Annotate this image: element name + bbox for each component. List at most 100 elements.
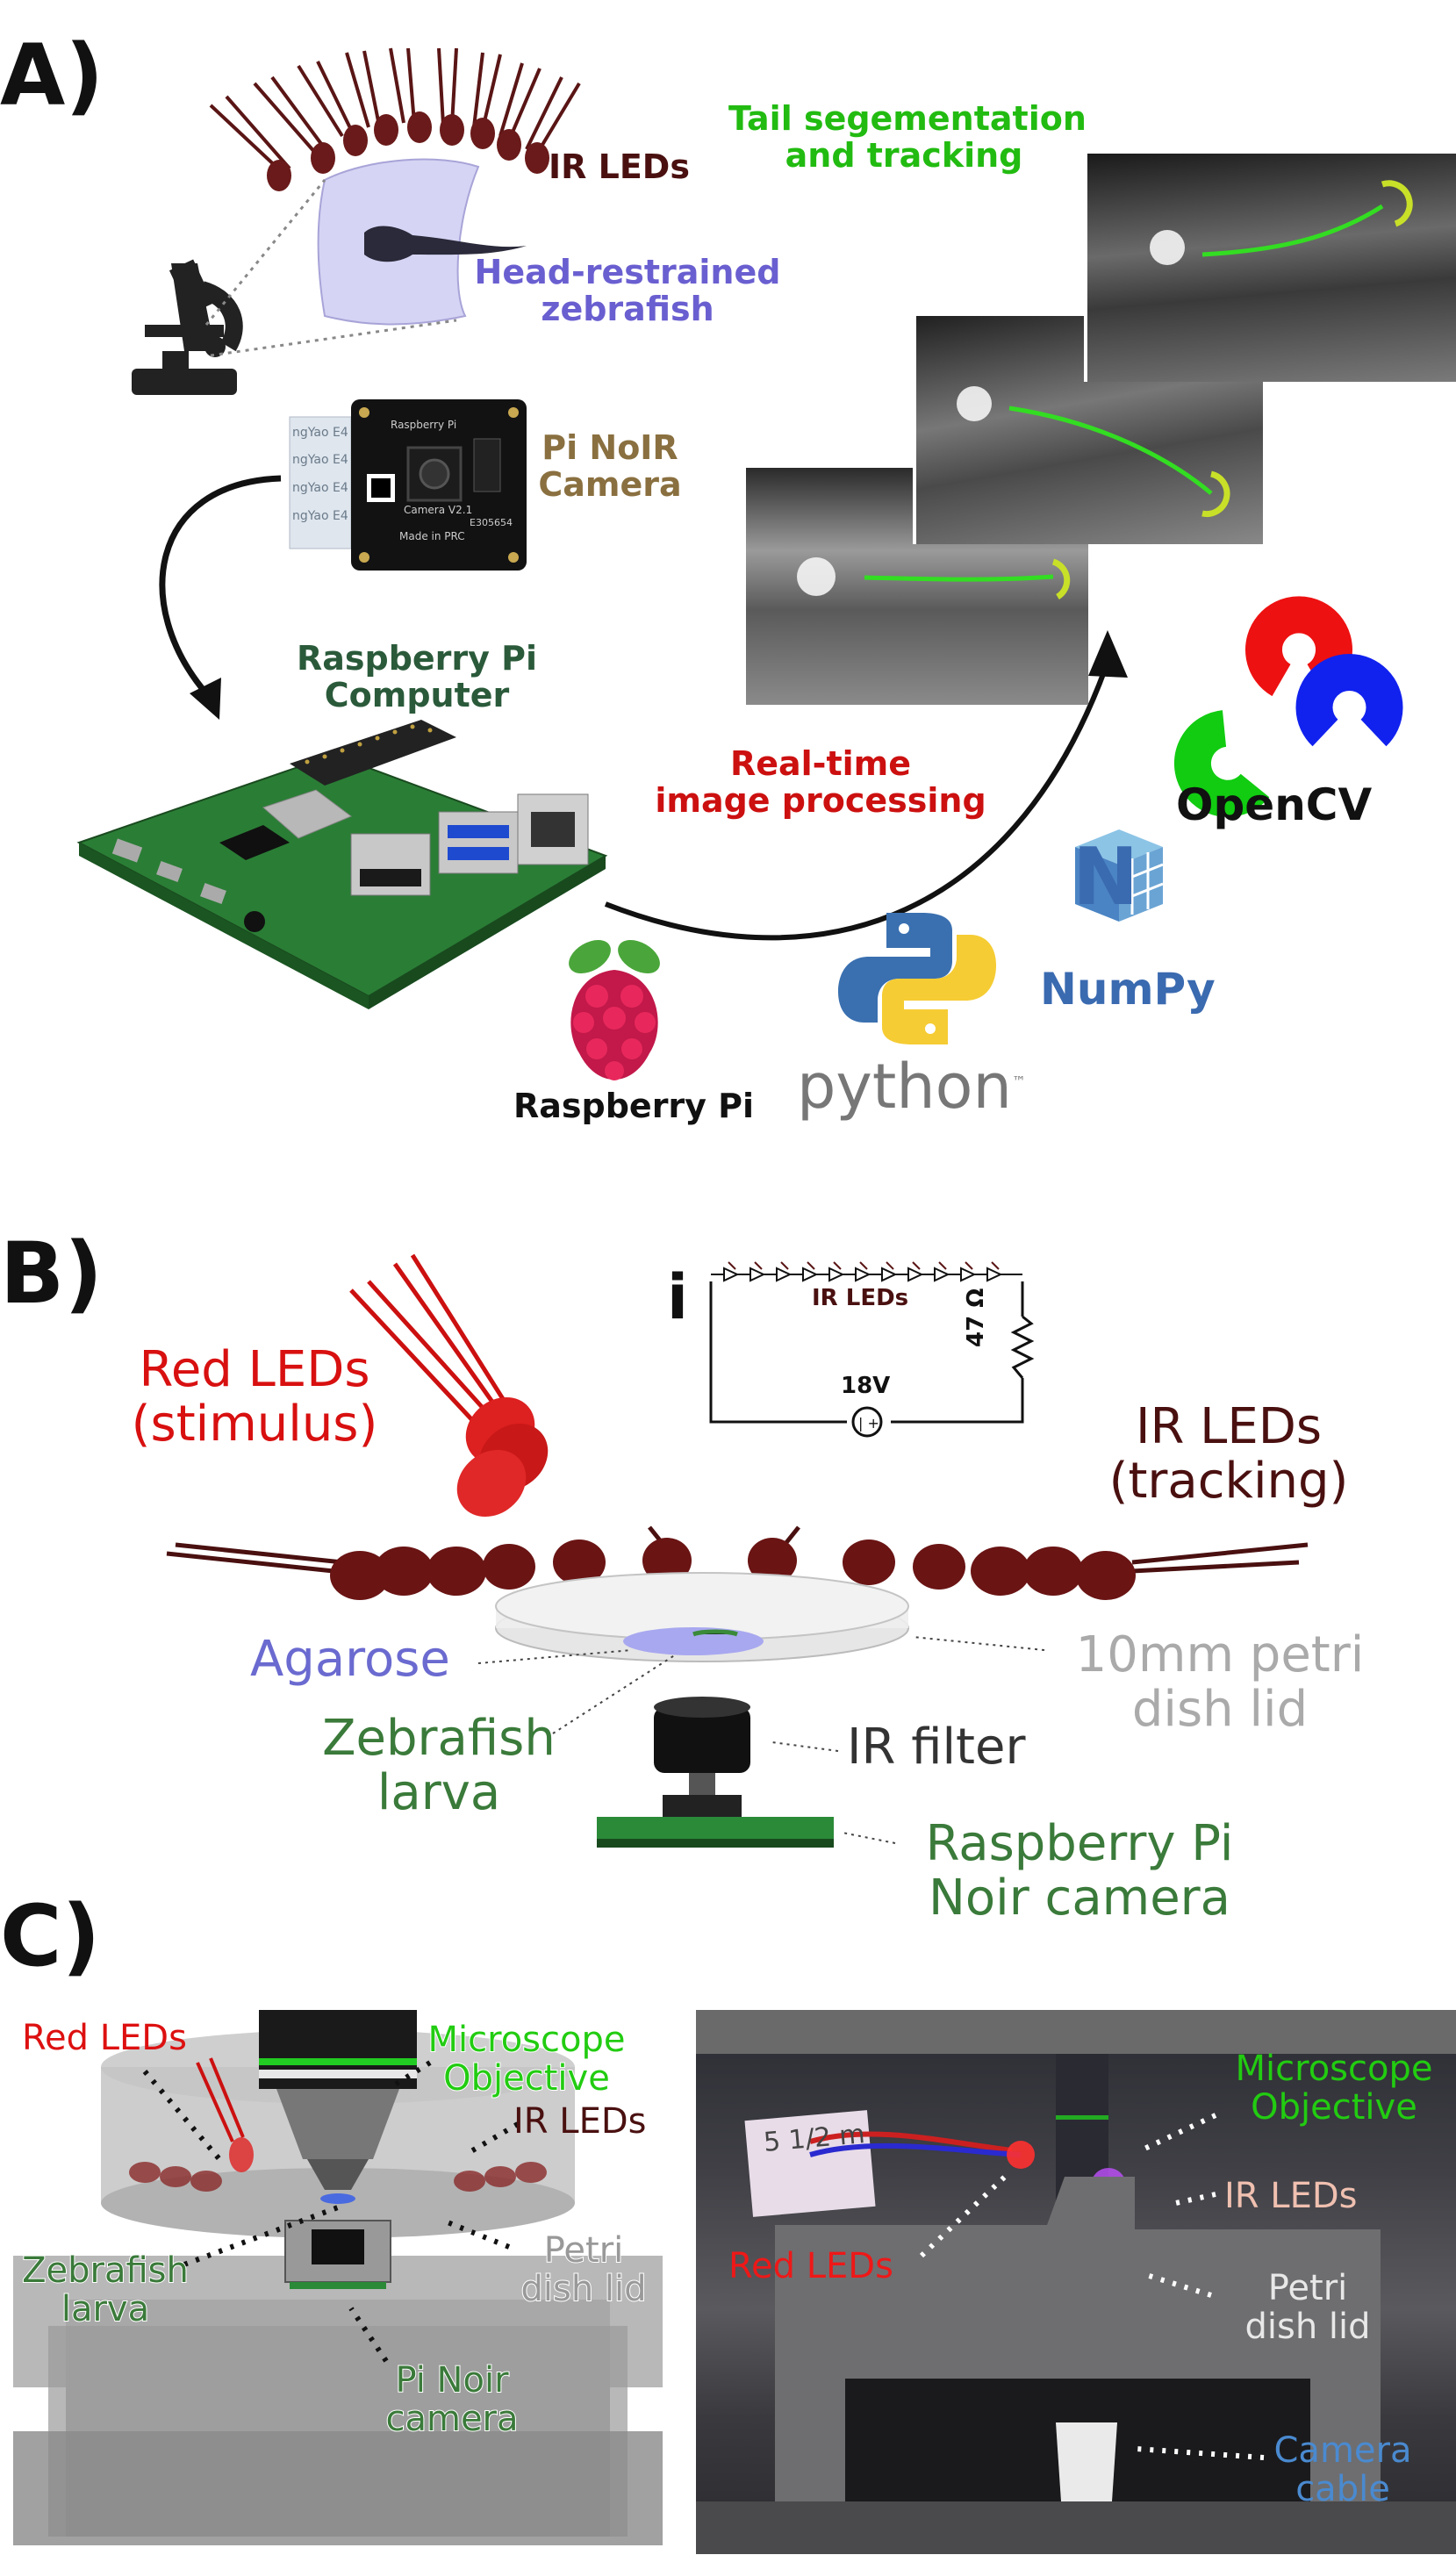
ir-filter-label: IR filter [847, 1719, 1026, 1776]
agarose-label: Agarose [250, 1631, 450, 1688]
photo-objective-line1: Microscope [1235, 2049, 1433, 2089]
ir-leds-tracking-line1: IR LEDs [1135, 1398, 1323, 1455]
noir-camera-line1: Raspberry Pi [925, 1815, 1234, 1872]
tracking-frame-3 [1084, 154, 1456, 382]
numpy-logo-icon: N [1072, 829, 1164, 923]
ir-leds-tracking-line2: (tracking) [1108, 1452, 1349, 1510]
petri-dish [495, 1572, 909, 1662]
ir-led-arc [209, 47, 581, 173]
fish-silhouette [364, 226, 527, 262]
cad-petri-line1: Petri [543, 2230, 625, 2271]
setup-photo-graphics [696, 2010, 1456, 2554]
numpy-label: NumPy [1040, 964, 1216, 1015]
photo-cable-label: Camera cable [1264, 2431, 1422, 2508]
ir-leds-tracking-label: IR LEDs (tracking) [1079, 1400, 1378, 1508]
fish-label-line1: Head-restrained [474, 253, 781, 291]
camera-label: Pi NoIR Camera [531, 428, 689, 504]
python-label: python™ [797, 1053, 1026, 1121]
zebrafish-larva-label: Zebrafish larva [303, 1712, 575, 1819]
svg-text:| +: | + [858, 1415, 879, 1432]
red-led-cluster [349, 1253, 549, 1518]
ir-led-bulbs [267, 111, 549, 191]
raspberry-pi-logo-icon [569, 940, 660, 1080]
circuit-marker: i [667, 1261, 688, 1333]
processing-label: Real-time image processing [645, 744, 996, 820]
pi-label: Raspberry Pi Computer [285, 639, 549, 714]
cad-zebrafish-line1: Zebrafish [21, 2250, 190, 2291]
processing-label-line2: image processing [655, 780, 986, 820]
cad-render-graphics [13, 2010, 663, 2545]
resistor-symbol [1010, 1315, 1035, 1379]
ir-led-ring [166, 1525, 1309, 1600]
python-logo-icon [838, 913, 996, 1044]
pi-label-line1: Raspberry Pi [296, 639, 538, 678]
python-tm: ™ [1011, 1073, 1026, 1090]
camera-board-made: Made in PRC [399, 530, 465, 542]
cad-zebrafish-label: Zebrafish larva [13, 2250, 197, 2329]
cad-objective-label: Microscope Objective [412, 2020, 641, 2099]
tail-label-line1: Tail segementation [728, 99, 1087, 138]
circuit-voltage-label: 18V [841, 1373, 891, 1399]
panel-b-letter: B) [0, 1224, 104, 1323]
opencv-label: OpenCV [1176, 779, 1373, 830]
python-word: python [797, 1051, 1012, 1123]
cad-objective-line2: Objective [442, 2058, 611, 2099]
photo-cable-line1: Camera [1273, 2430, 1412, 2471]
noir-camera-line2: Noir camera [929, 1869, 1230, 1927]
noir-camera-label: Raspberry Pi Noir camera [904, 1817, 1255, 1925]
photo-petri-line2: dish lid [1244, 2307, 1371, 2347]
panel-c-letter: C) [0, 1887, 101, 1985]
red-leds-line2: (stimulus) [131, 1395, 378, 1453]
camera-label-line1: Pi NoIR [542, 428, 678, 467]
red-leds-label: Red LEDs (stimulus) [105, 1343, 404, 1451]
camera-label-line2: Camera [538, 464, 682, 504]
photo-ir-leds-label: IR LEDs [1224, 2176, 1358, 2216]
battery-symbol [851, 1406, 883, 1438]
ir-leds-label: IR LEDs [549, 147, 690, 186]
camera-with-filter [597, 1697, 834, 1848]
panel-a-letter: A) [0, 26, 104, 125]
raspberry-pi-board [76, 720, 608, 1009]
zebrafish-larva-line1: Zebrafish [322, 1710, 556, 1767]
photo-petri-line1: Petri [1267, 2268, 1348, 2308]
fish-label-line2: zebrafish [541, 289, 714, 328]
tail-tracking-overlays [797, 180, 1413, 600]
photo-objective-label: Microscope Objective [1220, 2049, 1448, 2127]
tail-label-line2: and tracking [785, 135, 1023, 175]
camera-board-code: E305654 [470, 517, 513, 528]
led-array-symbol [711, 1261, 1022, 1282]
fish-label: Head-restrained zebrafish [465, 253, 790, 328]
cad-camera-label: Pi Noir camera [369, 2360, 535, 2439]
cad-red-leds-label: Red LEDs [22, 2018, 187, 2058]
camera-board-brand: Raspberry Pi [391, 419, 457, 431]
opencv-logo-icon [1173, 596, 1403, 817]
petri-dish-label: 10mm petri dish lid [1053, 1628, 1387, 1736]
svg-text:ngYao E4: ngYao E4 [292, 426, 348, 440]
photo-cable-line2: cable [1295, 2469, 1390, 2509]
svg-text:ngYao E4: ngYao E4 [292, 481, 348, 495]
cad-petri-label: Petri dish lid [509, 2230, 658, 2309]
setup-photo [696, 2010, 1456, 2554]
camera-board-model: Camera V2.1 [404, 504, 473, 516]
svg-text:ngYao E4: ngYao E4 [292, 509, 348, 523]
svg-text:N: N [1072, 831, 1138, 923]
cad-camera-line1: Pi Noir [394, 2360, 509, 2401]
raspberry-pi-logo-label: Raspberry Pi [513, 1087, 755, 1125]
photo-red-leds-label: Red LEDs [728, 2246, 893, 2286]
circuit-leds-label: IR LEDs [812, 1285, 909, 1311]
processing-label-line1: Real-time [729, 744, 912, 783]
petri-dish-line1: 10mm petri [1075, 1626, 1365, 1683]
zebrafish-larva-line2: larva [377, 1763, 501, 1821]
cad-ir-leds-label: IR LEDs [513, 2101, 647, 2142]
photo-objective-line2: Objective [1251, 2087, 1417, 2128]
cad-petri-line2: dish lid [520, 2269, 647, 2309]
photo-petri-label: Petri dish lid [1220, 2269, 1395, 2346]
red-leds-line1: Red LEDs [139, 1341, 370, 1398]
tail-label: Tail segementation and tracking [728, 99, 1087, 175]
cad-zebrafish-line2: larva [61, 2289, 150, 2329]
pi-label-line2: Computer [324, 675, 510, 714]
